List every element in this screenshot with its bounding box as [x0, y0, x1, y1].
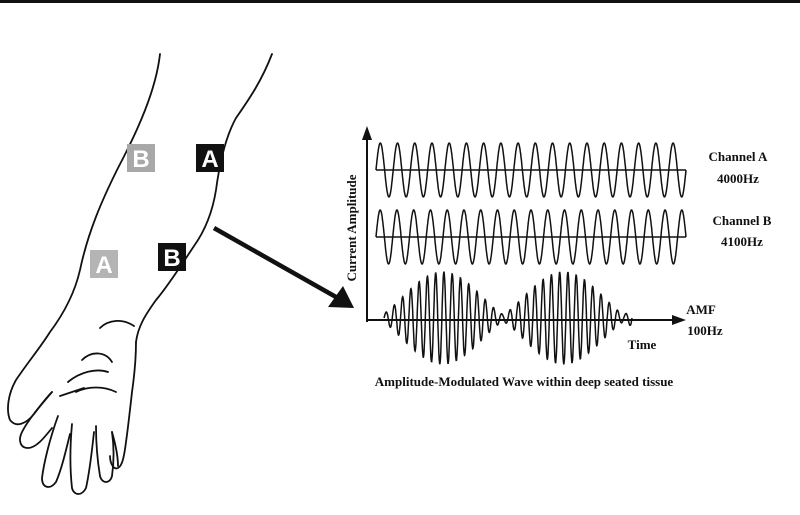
- amf-name: AMF: [686, 302, 716, 317]
- arm-inner-edge: [135, 53, 273, 343]
- palm-creases: [59, 320, 135, 397]
- channel-a-freq: 4000Hz: [717, 171, 759, 186]
- electrode-lower-a: A: [90, 250, 118, 279]
- channel-b-name: Channel B: [713, 213, 772, 228]
- amf-freq: 100Hz: [687, 323, 723, 338]
- amf-wave: [383, 271, 633, 365]
- electrode-label: B: [163, 245, 180, 272]
- electrode-pad: [158, 243, 186, 271]
- channel-b-freq: 4100Hz: [721, 234, 763, 249]
- y-axis-label: Current Amplitude: [344, 174, 359, 281]
- finger-middle: [69, 423, 95, 495]
- channel-b-wave: [375, 209, 687, 265]
- electrode-lower-b: B: [158, 243, 186, 272]
- hand-edge: [109, 341, 137, 470]
- pointer-arrow-shaft: [212, 226, 338, 299]
- electrode-pad: [196, 144, 224, 172]
- channel-a-name: Channel A: [709, 149, 768, 164]
- arm-outer-edge: [7, 53, 161, 426]
- x-axis-label: Time: [628, 337, 657, 352]
- y-axis-arrow: [362, 126, 372, 140]
- finger-ring: [95, 425, 115, 483]
- channel-a-wave: [375, 142, 687, 198]
- pointer-arrow-head: [328, 286, 354, 308]
- x-axis-arrow: [672, 315, 686, 325]
- electrode-pad: [127, 144, 155, 172]
- caption: Amplitude-Modulated Wave within deep sea…: [375, 374, 674, 389]
- graph-axes: [362, 126, 686, 325]
- wrist-crease: [81, 352, 113, 363]
- finger-index: [41, 415, 71, 488]
- electrode-label: B: [132, 146, 149, 173]
- electrode-label: A: [95, 252, 112, 279]
- finger-little: [111, 431, 119, 467]
- electrode-pad: [90, 250, 118, 278]
- electrode-label: A: [201, 146, 218, 173]
- thumb: [19, 391, 53, 449]
- electrode-upper-b: B: [127, 144, 155, 173]
- electrode-upper-a: A: [196, 144, 224, 173]
- arm-outline: [7, 53, 273, 495]
